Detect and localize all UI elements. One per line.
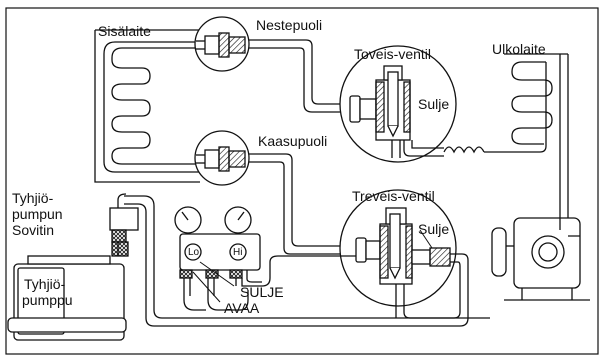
liquid-pipe	[249, 40, 350, 112]
pump-adapter-label-line3: Sovitin	[12, 222, 54, 238]
three-way-valve-label: Treveis-ventil	[352, 188, 435, 204]
gauge-manifold	[175, 207, 260, 278]
indoor-pipes	[95, 30, 200, 182]
vacuum-pump-label-line1: Tyhjiö-	[24, 276, 65, 292]
pump-adapter-label-line2: pumpun	[12, 206, 63, 222]
gas-pipe	[249, 154, 356, 254]
close-label-bottom: Sulje	[418, 221, 449, 237]
close-caps-label: SULJE	[240, 284, 284, 300]
two-way-valve-label: Toveis-ventil	[354, 46, 431, 62]
three-way-outlet-pipe	[396, 304, 490, 318]
indoor-unit-coil	[104, 42, 155, 172]
open-caps-label: AVAA	[224, 300, 259, 316]
pump-adapter-label-line1: Tyhjiö-	[12, 190, 53, 206]
close-label-top: Sulje	[418, 96, 449, 112]
gas-side-flare-nut	[195, 131, 249, 185]
gauge-lo-label: Lo	[188, 247, 199, 259]
vacuum-pump-adapter	[110, 194, 138, 242]
gauge-hi-label: Hi	[233, 247, 242, 259]
liquid-side-flare-nut	[195, 17, 249, 71]
gas-side-label: Kaasupuoli	[258, 133, 327, 149]
vacuum-pump-label-line2: pumppu	[22, 292, 73, 308]
outdoor-unit-label: Ulkolaite	[492, 41, 546, 57]
indoor-unit-label: Sisälaite	[98, 23, 151, 39]
outdoor-unit-coil	[504, 54, 568, 236]
three-way-valve-detail	[340, 190, 456, 306]
liquid-side-label: Nestepuoli	[256, 17, 322, 33]
compressor	[492, 218, 590, 300]
